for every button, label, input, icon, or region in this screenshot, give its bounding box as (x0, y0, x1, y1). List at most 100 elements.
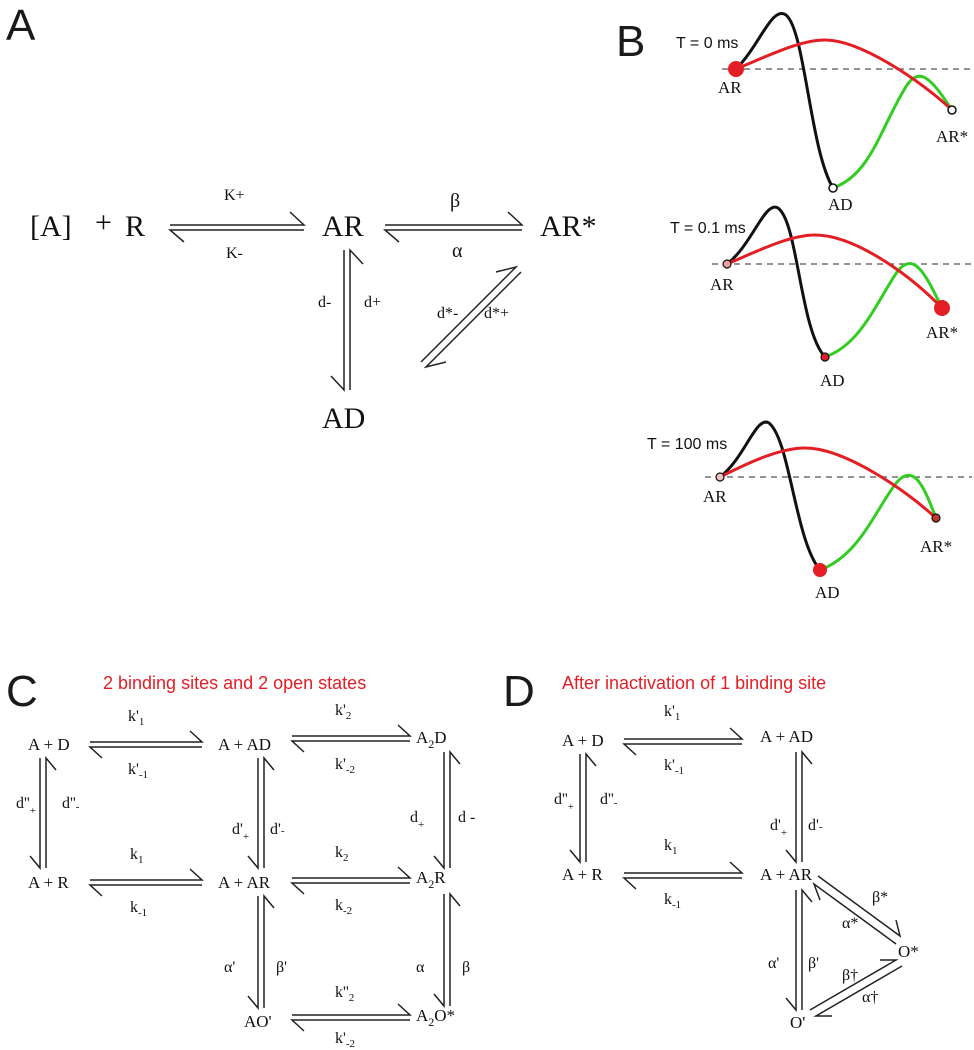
arrow-ar-to-ad (330, 250, 345, 392)
rate-alpha-star: α* (842, 915, 858, 932)
rate-dstar-minus: d*- (437, 305, 458, 322)
panel-d-label: D (503, 667, 535, 716)
state-ar: AR (322, 210, 364, 243)
path-ar-arstar (719, 446, 938, 520)
arrow-ar-to-r (167, 229, 304, 243)
arrow (785, 752, 797, 865)
arrow (585, 751, 597, 862)
arrow (292, 866, 412, 879)
arrow (88, 884, 202, 897)
rate-beta-prime: β' (276, 959, 287, 976)
time-label: T = 0 ms (676, 35, 738, 52)
arrow-arstar-to-ad (423, 271, 522, 369)
arrow (785, 890, 797, 1013)
state-ad: AD (322, 402, 365, 435)
arrow (263, 755, 275, 868)
rate-dp-minus: d'- (270, 821, 285, 838)
path-ad-arstar (819, 473, 938, 572)
energy-landscape-t0: T = 0 ms AR AD AR* (676, 11, 972, 214)
label-arstar: AR* (936, 127, 968, 146)
state-a2o-star: A2O* (416, 1006, 455, 1029)
arrow (622, 743, 742, 756)
state-a-plus-ad: A + AD (218, 735, 271, 754)
arrow (569, 754, 581, 865)
arrow-r-to-ar (170, 211, 306, 226)
state-a-plus-ad: A + AD (760, 727, 813, 746)
label-ar: AR (703, 487, 727, 506)
panel-a: A [A] + R AR AR* AD K+ K- β α d- d+ d*- … (6, 1, 597, 435)
arrow (449, 891, 461, 1006)
rate-k1: k1 (664, 837, 678, 857)
rate-k-2-prime: k'-2 (335, 756, 355, 776)
rate-k-minus: K- (226, 245, 243, 262)
time-label: T = 100 ms (647, 436, 727, 453)
rate-dp-minus: d'- (808, 817, 823, 834)
arrow (45, 755, 57, 868)
rate-dp-plus: d'+ (232, 821, 249, 843)
arrow (624, 861, 744, 874)
state-a-plus-r: A + R (562, 865, 603, 884)
time-label: T = 0.1 ms (670, 220, 746, 237)
arrow (801, 749, 813, 862)
panel-c-title: 2 binding sites and 2 open states (103, 673, 366, 693)
panel-a-label: A (6, 1, 36, 50)
arrow (292, 724, 412, 737)
arrow (813, 965, 903, 1017)
rate-k-1-prime: k'-1 (664, 757, 684, 777)
arrow (263, 893, 275, 1008)
state-a2d: A2D (416, 728, 447, 751)
path-ad-arstar (824, 262, 944, 359)
rate-beta-star: β* (872, 889, 888, 906)
state-o-prime: O' (790, 1013, 805, 1032)
arrow (29, 758, 41, 871)
label-arstar: AR* (926, 323, 958, 342)
rate-alpha-prime: α' (224, 959, 235, 976)
state-dot-ar (728, 61, 744, 77)
panel-c: C 2 binding sites and 2 open states A + … (6, 667, 475, 1050)
label-arstar: AR* (920, 537, 952, 556)
arrow (290, 1019, 410, 1032)
rate-d-plus: d+ (364, 294, 381, 311)
rate-dpp-minus: d''- (600, 791, 618, 809)
arrow (449, 749, 461, 868)
arrow (809, 959, 899, 1011)
rate-dpp-plus: d''+ (16, 795, 36, 817)
rate-k2: k2 (335, 844, 349, 864)
rate-k1-prime: k'1 (664, 703, 680, 723)
arrow (433, 894, 445, 1009)
state-dot-arstar (934, 300, 950, 316)
rate-dpp-minus: d''- (62, 795, 80, 813)
state-dot-ar (715, 472, 725, 482)
state-dot-ad (813, 563, 827, 577)
arrow (812, 881, 897, 945)
state-a-plus-ar: A + AR (760, 865, 813, 884)
arrow (88, 746, 202, 759)
rate-k-2: k-2 (335, 897, 352, 917)
arrow (801, 887, 813, 1010)
rate-k1: k1 (130, 846, 144, 866)
arrow (290, 882, 410, 895)
label-ar: AR (710, 275, 734, 294)
panel-b: B T = 0 ms AR AD AR* T = 0.1 ms AR (616, 11, 972, 602)
rate-dpp-plus: d''+ (554, 791, 574, 813)
panel-b-label: B (616, 17, 645, 66)
arrow-ad-to-arstar (420, 265, 519, 363)
arrow (247, 758, 259, 871)
path-ar-arstar (726, 233, 944, 310)
energy-landscape-t01: T = 0.1 ms AR AD AR* (670, 205, 972, 390)
state-dot-ad (828, 183, 838, 193)
arrow (90, 730, 204, 743)
rate-k-1: k-1 (130, 899, 147, 919)
arrow (90, 868, 204, 881)
rate-alpha-dagger: α† (862, 989, 878, 1006)
state-a-plus-r: A + R (28, 873, 69, 892)
state-dot-arstar (947, 105, 957, 115)
label-ar: AR (718, 78, 742, 97)
rate-d-plus: d+ (410, 809, 424, 831)
state-a-plus-ar: A + AR (218, 873, 271, 892)
label-ad: AD (820, 371, 845, 390)
arrow (290, 740, 410, 753)
label-ad: AD (815, 583, 840, 602)
panel-d: D After inactivation of 1 binding site A… (503, 667, 919, 1032)
arrow (247, 896, 259, 1011)
